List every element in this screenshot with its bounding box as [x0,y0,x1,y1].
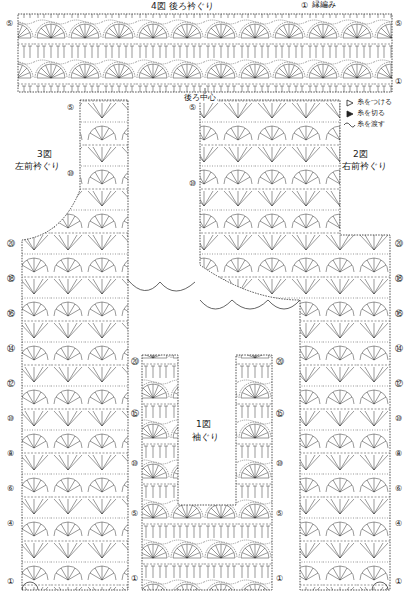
row-number: ⑤ [66,104,75,112]
row-number: ⑳ [130,358,140,366]
row-number: ⑮ [130,410,140,418]
row-number: ⑳ [275,358,285,366]
chart-label: 3図 [36,150,53,159]
chart-label: 4図 後ろ衿ぐり [150,2,215,11]
row-number: ① [394,578,403,586]
row-number: ⑩ [6,415,15,423]
chart-label: 右前衿ぐり [341,162,388,171]
chart-label: 左前衿ぐり [14,162,61,171]
legend-text: 糸を切る [357,110,385,117]
row-number: ⑯ [394,310,404,318]
row-number: ⑳ [394,240,404,248]
row-number: ⑩ [275,460,284,468]
row-number: ⑥ [6,485,15,493]
row-number: ⑭ [6,345,16,353]
row-number: ⑩ [188,180,197,188]
row-number: ⑫ [394,380,404,388]
row-number: ⑩ [66,170,75,178]
legend-text: 糸をつける [357,99,392,106]
row-number: ⑤ [394,20,403,28]
row-number: ⑩ [394,415,403,423]
row-number: ⑤ [130,510,139,518]
row-number: ⑥ [394,485,403,493]
row-number: ⑤ [275,510,284,518]
row-number: ⑱ [394,275,404,283]
chart-label: 縁編み [311,1,337,9]
legend-text: 糸を渡す [357,121,385,128]
row-number: ⑯ [6,310,16,318]
row-number: ⑩ [130,460,139,468]
row-number: ⑤ [5,20,14,28]
row-number: ① [394,78,403,86]
row-number: ① [6,578,15,586]
chart-label: 2図 [352,150,369,159]
row-number: ① [130,575,139,583]
row-number: ⑫ [6,380,16,388]
row-number: ⑱ [6,275,16,283]
row-number: ④ [6,520,15,528]
row-number: ⑧ [394,450,403,458]
row-number: ⑳ [6,240,16,248]
row-number: ⑮ [275,410,285,418]
chart-label: 後ろ中心 [183,94,217,102]
row-number: ④ [394,520,403,528]
row-number: ① [275,575,284,583]
chart-label: ① [300,2,309,10]
chart-label: 1図 [195,420,212,429]
row-number: ⑭ [394,345,404,353]
row-number: ⑤ [188,104,197,112]
chart-label: 袖ぐり [191,433,220,442]
row-number: ⑧ [6,450,15,458]
